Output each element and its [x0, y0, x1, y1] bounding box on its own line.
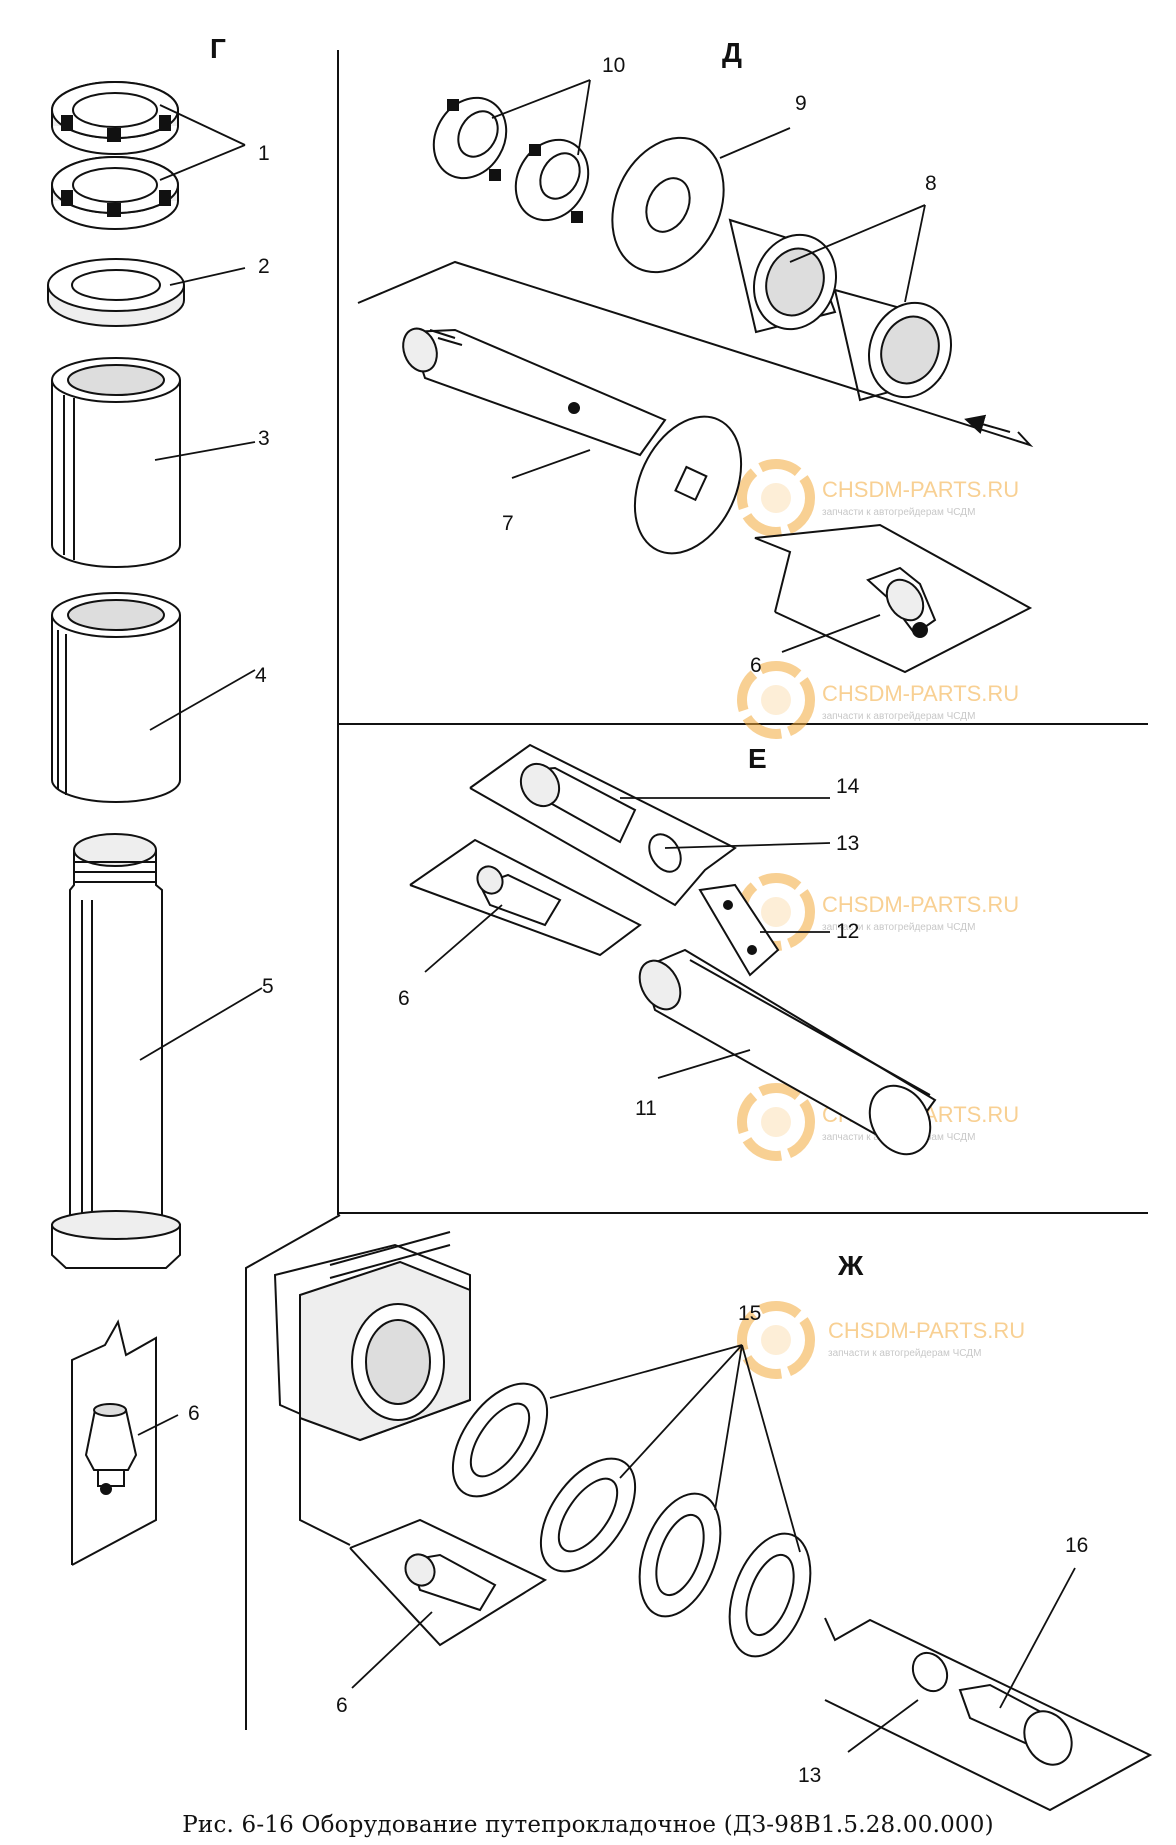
bolt-inset — [824, 1617, 1153, 1812]
callout-15: 15 — [738, 1302, 761, 1325]
callout-7: 7 — [502, 512, 514, 535]
slotted-nut-icon — [51, 81, 179, 155]
section-e — [409, 743, 937, 1156]
callout-12: 12 — [836, 920, 859, 943]
watermark-mark — [737, 1083, 815, 1161]
callout-13: 13 — [798, 1764, 821, 1787]
callout-6: 6 — [336, 1694, 348, 1717]
grease-fitting-inset — [349, 1518, 548, 1647]
housing-icon — [273, 1231, 471, 1442]
section-label-g: Г — [210, 33, 226, 64]
grease-fitting-inset — [754, 523, 1033, 674]
watermark-brand: CHSDM-PARTS.RU — [822, 681, 1019, 706]
callout-4: 4 — [255, 664, 267, 687]
callout-6: 6 — [188, 1402, 200, 1425]
shim-icon — [728, 1532, 812, 1658]
watermark-brand: CHSDM-PARTS.RU — [822, 477, 1019, 502]
section-d — [357, 96, 1034, 674]
shim-icon — [539, 1457, 637, 1573]
bushing-icon — [833, 288, 953, 402]
shim-icon — [638, 1492, 722, 1618]
sleeve-icon — [51, 357, 181, 568]
assembly-arrow — [964, 414, 1011, 435]
bolt-inset — [469, 743, 737, 907]
bushing-icon — [728, 218, 838, 334]
callout-numbers: 1 2 3 4 5 6 10 9 8 7 6 14 13 12 6 11 15 … — [188, 54, 1088, 1787]
callout-9: 9 — [795, 92, 807, 115]
figure-caption: Рис. 6-16 Оборудование путепрокладочное … — [182, 1812, 994, 1838]
callout-2: 2 — [258, 255, 270, 278]
callout-13: 13 — [836, 832, 859, 855]
callout-16: 16 — [1065, 1534, 1088, 1557]
bushing-icon — [51, 592, 181, 803]
leader-line — [299, 1400, 351, 1546]
lock-plate-icon — [698, 883, 780, 977]
watermark-mark — [737, 661, 815, 739]
callout-5: 5 — [262, 975, 274, 998]
grease-fitting-inset — [409, 838, 642, 957]
callout-6: 6 — [398, 987, 410, 1010]
callout-1: 1 — [258, 142, 270, 165]
section-letters: Г Д Е Ж — [210, 33, 864, 1281]
callout-3: 3 — [258, 427, 270, 450]
watermark-mark — [737, 459, 815, 537]
section-label-zh: Ж — [837, 1250, 864, 1281]
slotted-nut-icon — [432, 96, 508, 181]
watermark-brand: CHSDM-PARTS.RU — [828, 1318, 1025, 1343]
section-label-d: Д — [722, 37, 742, 68]
axle-icon — [638, 948, 937, 1156]
callout-14: 14 — [836, 775, 860, 798]
pin-icon — [51, 833, 181, 1269]
section-label-e: Е — [748, 743, 767, 774]
watermark-tagline: запчасти к автогрейдерам ЧСДМ — [822, 711, 975, 722]
section-g — [47, 81, 185, 1566]
section-dividers — [245, 50, 1148, 1730]
watermark-tagline: запчасти к автогрейдерам ЧСДМ — [822, 507, 975, 518]
watermark-group: CHSDM-PARTS.RU запчасти к автогрейдерам … — [737, 459, 1025, 1379]
shim-icon — [451, 1382, 549, 1498]
watermark-tagline: запчасти к автогрейдерам ЧСДМ — [822, 922, 975, 933]
washer-icon — [611, 136, 725, 274]
watermark-mark — [737, 1301, 815, 1379]
callout-8: 8 — [925, 172, 937, 195]
watermark-brand: CHSDM-PARTS.RU — [822, 892, 1019, 917]
slotted-nut-icon — [51, 156, 179, 230]
grease-fitting-inset — [71, 1319, 157, 1566]
slotted-nut-icon — [514, 138, 590, 223]
watermark-tagline: запчасти к автогрейдерам ЧСДМ — [828, 1348, 981, 1359]
axle-icon — [357, 260, 1034, 555]
section-zh — [273, 1231, 1153, 1812]
callout-10: 10 — [602, 54, 625, 77]
leader-lines — [137, 79, 1076, 1753]
callout-6: 6 — [750, 654, 762, 677]
callout-11: 11 — [635, 1097, 657, 1120]
washer-icon — [47, 258, 185, 327]
